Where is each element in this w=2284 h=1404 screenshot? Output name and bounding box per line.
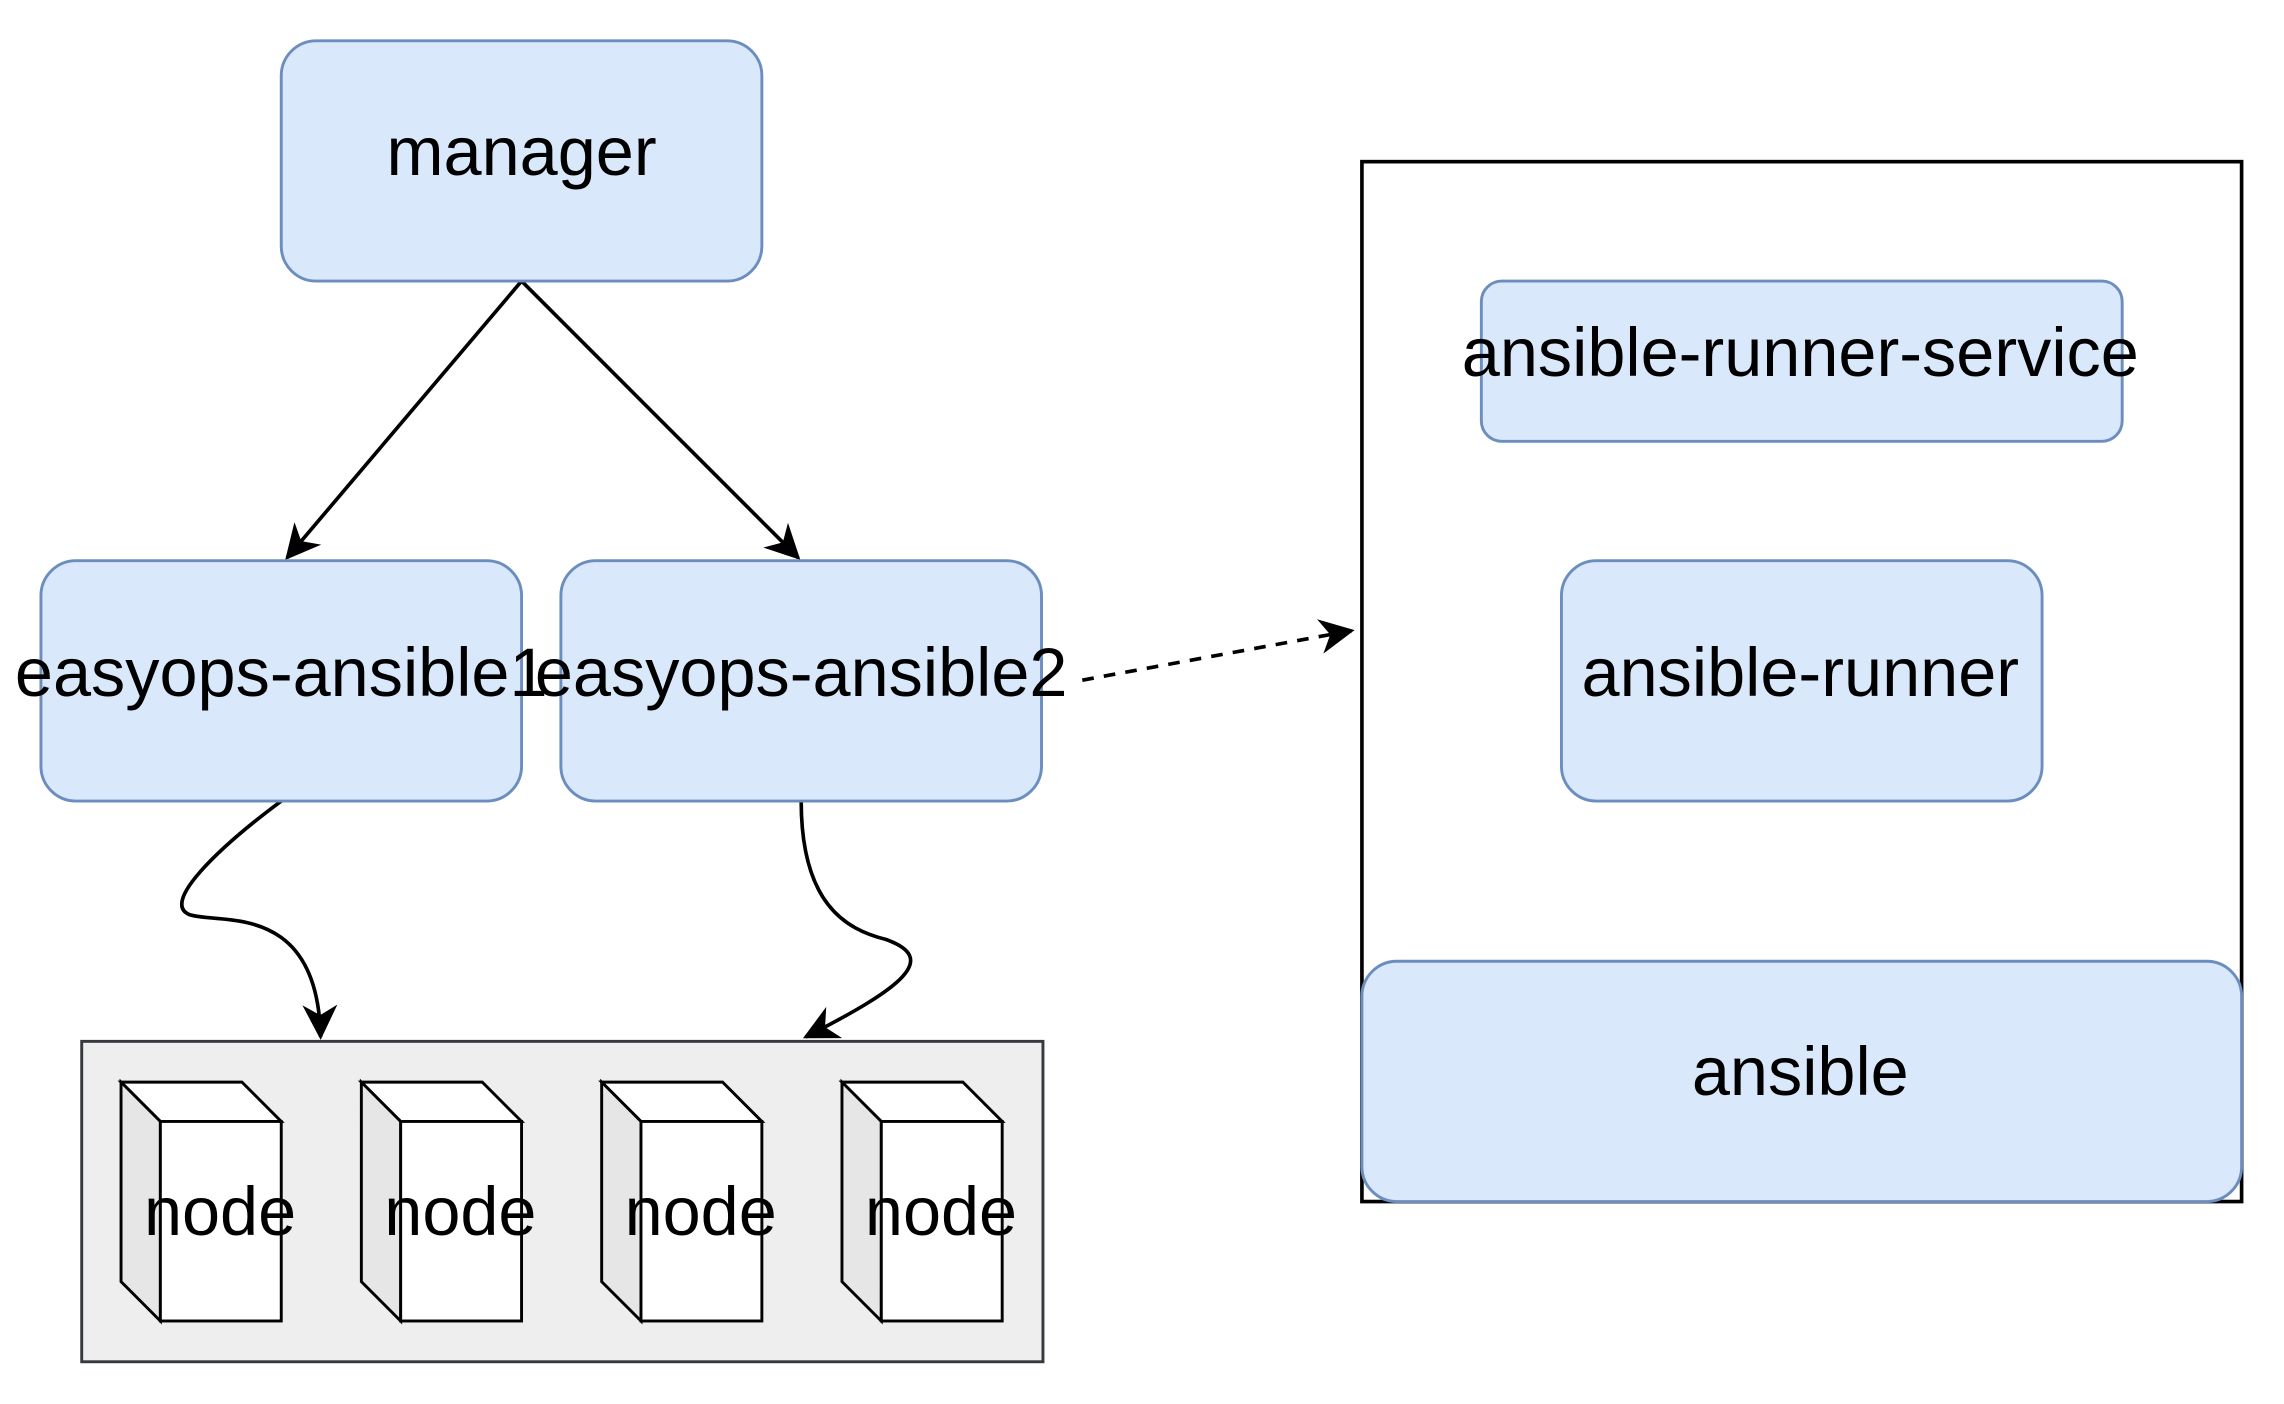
ansible-runner-service-label: ansible-runner-service xyxy=(1462,314,2139,391)
easyops-ansible2-box: easyops-ansible2 xyxy=(535,559,1068,803)
edge-ansible1-to-nodes xyxy=(180,799,338,1040)
server-group: node node node node xyxy=(80,1039,1045,1364)
runner-host-container: ansible-runner-service ansible-runner an… xyxy=(1360,159,2244,1204)
server-node-1: node xyxy=(117,1078,296,1325)
edge-ansible2-to-nodes xyxy=(799,801,913,1039)
edge-manager-to-ansible2 xyxy=(520,279,801,560)
ansible-runner-service-box: ansible-runner-service xyxy=(1462,279,2139,443)
edge-ansible2-to-runner-host xyxy=(1081,619,1355,682)
easyops-ansible2-label: easyops-ansible2 xyxy=(535,634,1068,711)
server-node-4-label: node xyxy=(865,1173,1017,1250)
server-node-3-label: node xyxy=(625,1173,777,1250)
server-node-2: node xyxy=(357,1078,537,1325)
edges xyxy=(180,279,1355,1040)
server-node-4: node xyxy=(838,1078,1017,1325)
server-node-1-label: node xyxy=(144,1173,296,1250)
easyops-ansible1-box: easyops-ansible1 xyxy=(15,559,548,803)
ansible-box: ansible xyxy=(1360,959,2244,1204)
server-node-3: node xyxy=(598,1078,777,1325)
easyops-ansible1-label: easyops-ansible1 xyxy=(15,634,548,711)
edge-manager-to-ansible1 xyxy=(285,279,523,561)
ansible-runner-label: ansible-runner xyxy=(1582,634,2020,711)
manager-box: manager xyxy=(279,39,764,283)
server-node-2-label: node xyxy=(384,1173,536,1250)
manager-label: manager xyxy=(387,113,657,190)
ansible-label: ansible xyxy=(1692,1033,1909,1110)
ansible-runner-box: ansible-runner xyxy=(1559,559,2044,803)
